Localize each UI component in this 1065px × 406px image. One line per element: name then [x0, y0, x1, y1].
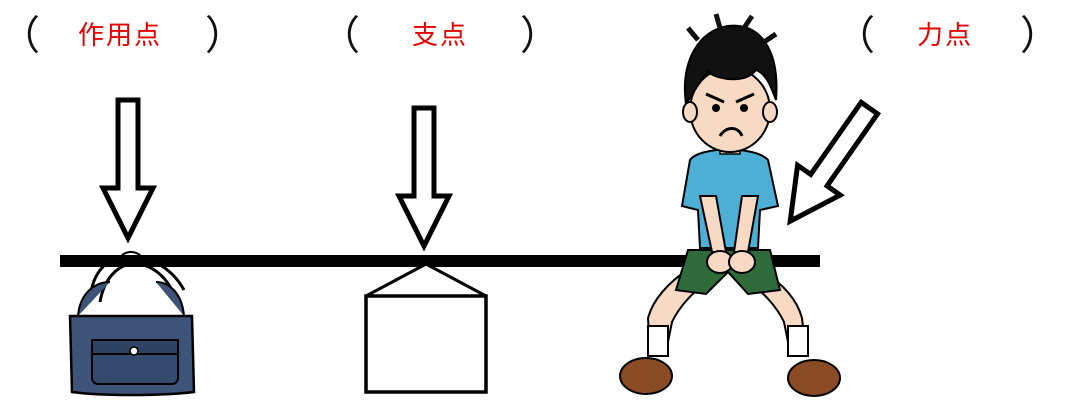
arrow-down-icon: [394, 105, 454, 252]
open-paren: （: [835, 13, 875, 59]
close-paren: ）: [520, 13, 560, 59]
open-paren: （: [320, 13, 360, 59]
label-load: 作用点: [78, 21, 163, 51]
label-load-group: （ 作用点 ）: [0, 6, 260, 66]
fulcrum-box-icon: [364, 262, 488, 394]
label-effort-group: （ 力点 ）: [835, 6, 1065, 66]
arrow-diagonal-icon: [787, 98, 882, 226]
bag-icon: [68, 251, 196, 397]
open-paren: （: [0, 13, 40, 59]
arrow-down-icon: [98, 97, 158, 244]
boy-icon: [619, 13, 841, 397]
lever-bar: [60, 255, 820, 267]
label-effort: 力点: [917, 21, 974, 51]
close-paren: ）: [205, 13, 245, 59]
label-fulcrum: 支点: [412, 21, 469, 51]
label-fulcrum-group: （ 支点 ）: [320, 6, 560, 66]
close-paren: ）: [1020, 13, 1060, 59]
